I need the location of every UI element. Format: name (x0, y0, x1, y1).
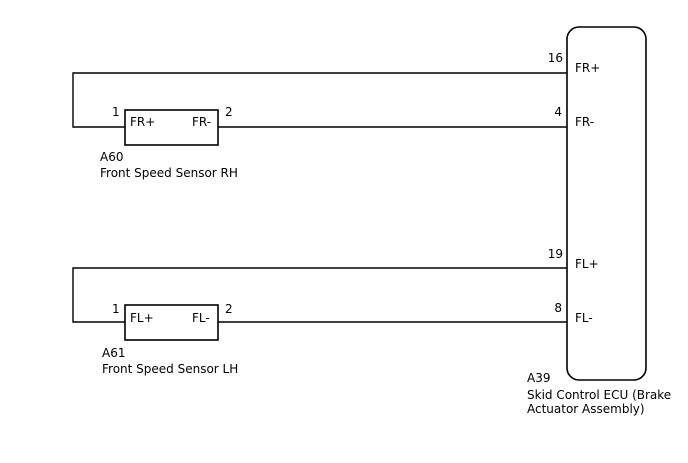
ecu-terminal-fl-plus: FL+ (575, 257, 599, 271)
sensor-rh-name: Front Speed Sensor RH (100, 166, 238, 180)
sensor-lh-pin-2: 2 (225, 302, 233, 316)
sensor-lh-terminal-minus: FL- (192, 311, 210, 325)
sensor-rh-box (124, 109, 219, 146)
sensor-lh-box (124, 304, 219, 341)
ecu-terminal-fr-plus: FR+ (575, 61, 600, 75)
ecu-name-line-2: Actuator Assembly) (527, 402, 645, 416)
sensor-lh-name: Front Speed Sensor LH (102, 362, 238, 376)
sensor-rh-code: A60 (100, 150, 123, 164)
ecu-terminal-fr-minus: FR- (575, 115, 594, 129)
ecu-pin-number-19: 19 (548, 247, 563, 261)
ecu-code: A39 (527, 371, 550, 385)
sensor-lh-terminal-plus: FL+ (130, 311, 154, 325)
ecu-terminal-fl-minus: FL- (575, 311, 593, 325)
sensor-rh-pin-2: 2 (225, 105, 233, 119)
sensor-rh-terminal-minus: FR- (192, 115, 211, 129)
wire-fr-plus (72, 72, 567, 128)
wire-fl-plus (72, 267, 567, 323)
sensor-rh-pin-1: 1 (112, 105, 120, 119)
sensor-lh-code: A61 (102, 346, 125, 360)
sensor-rh-terminal-plus: FR+ (130, 115, 155, 129)
ecu-box (566, 26, 647, 381)
ecu-pin-number-8: 8 (554, 301, 562, 315)
ecu-pin-number-16: 16 (548, 51, 563, 65)
sensor-lh-pin-1: 1 (112, 302, 120, 316)
ecu-pin-number-4: 4 (554, 105, 562, 119)
ecu-name-line-1: Skid Control ECU (Brake (527, 388, 671, 402)
